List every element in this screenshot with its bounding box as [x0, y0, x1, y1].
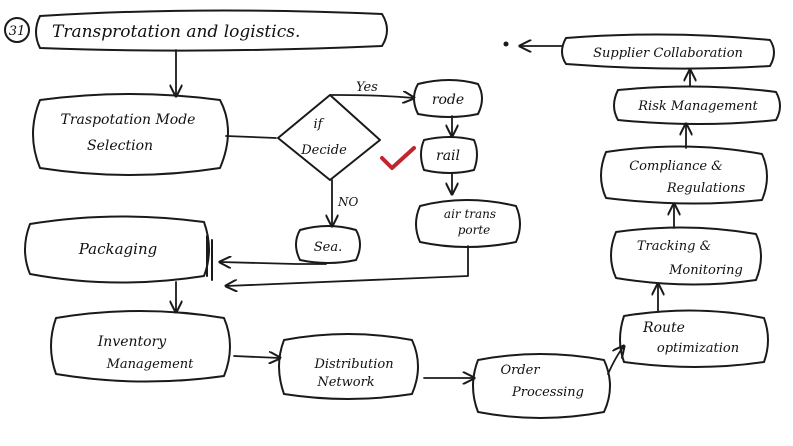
sea-text: Sea. — [314, 240, 342, 255]
route-node: Route optimization — [619, 309, 769, 368]
arrow-mode-to-decision — [225, 135, 277, 139]
distribution-line2: Network — [316, 375, 374, 390]
decision-line2: Decide — [300, 143, 347, 158]
air-line2: porte — [458, 223, 491, 237]
title-node: Transprotation and logistics. — [35, 9, 388, 52]
arrow-decision-to-rode — [329, 95, 414, 98]
order-node: Order Processing — [472, 353, 611, 419]
inventory-line1: Inventory — [97, 334, 168, 350]
mode-selection-line2: Selection — [87, 138, 153, 154]
tracking-line2: Monitoring — [668, 263, 743, 278]
route-line1: Route — [642, 320, 685, 336]
risk-text: Risk Management — [637, 99, 758, 114]
diagram-number-badge: 31 — [4, 17, 30, 43]
endpoint-dot — [503, 41, 509, 47]
arrow-air-to-packaging — [226, 245, 469, 286]
inventory-node: Inventory Management — [50, 310, 231, 383]
packaging-text: Packaging — [78, 240, 157, 258]
tracking-node: Tracking & Monitoring — [610, 226, 762, 286]
decision-node: if Decide — [277, 94, 381, 181]
rail-text: rail — [436, 148, 460, 164]
diagram-number: 31 — [9, 24, 26, 39]
check-mark-icon — [380, 146, 416, 170]
compliance-line2: Regulations — [666, 181, 746, 196]
edge-label-no: NO — [337, 195, 359, 209]
sea-node: Sea. — [295, 225, 361, 264]
connectors — [176, 42, 690, 379]
supplier-node: Supplier Collaboration — [561, 33, 775, 70]
inventory-line2: Management — [106, 357, 195, 372]
order-line1: Order — [500, 363, 540, 378]
compliance-node: Compliance & Regulations — [600, 145, 768, 205]
distribution-line1: Distribution — [313, 357, 393, 372]
tracking-line1: Tracking & — [637, 239, 711, 254]
rail-node: rail — [420, 136, 478, 174]
route-line2: optimization — [657, 341, 739, 356]
air-line1: air trans — [444, 207, 496, 221]
distribution-node: Distribution Network — [278, 333, 419, 400]
rode-text: rode — [432, 92, 464, 108]
packaging-node: Packaging — [24, 215, 213, 284]
mode-selection-line1: Traspotation Mode — [61, 112, 196, 128]
edge-label-yes: Yes — [356, 80, 378, 95]
decision-line1: if — [314, 117, 325, 132]
supplier-text: Supplier Collaboration — [593, 46, 743, 61]
air-node: air trans porte — [415, 199, 521, 248]
compliance-line1: Compliance & — [629, 159, 723, 174]
arrow-inventory-to-distribution — [233, 356, 280, 358]
title-text: Transprotation and logistics. — [52, 22, 300, 42]
risk-node: Risk Management — [613, 85, 781, 125]
arrow-order-to-route — [607, 346, 624, 375]
arrow-sea-to-packaging — [220, 262, 327, 264]
order-line2: Processing — [511, 385, 584, 400]
rode-node: rode — [413, 79, 483, 118]
mode-selection-node: Traspotation Mode Selection — [32, 93, 229, 176]
packaging-bracket — [206, 235, 213, 281]
